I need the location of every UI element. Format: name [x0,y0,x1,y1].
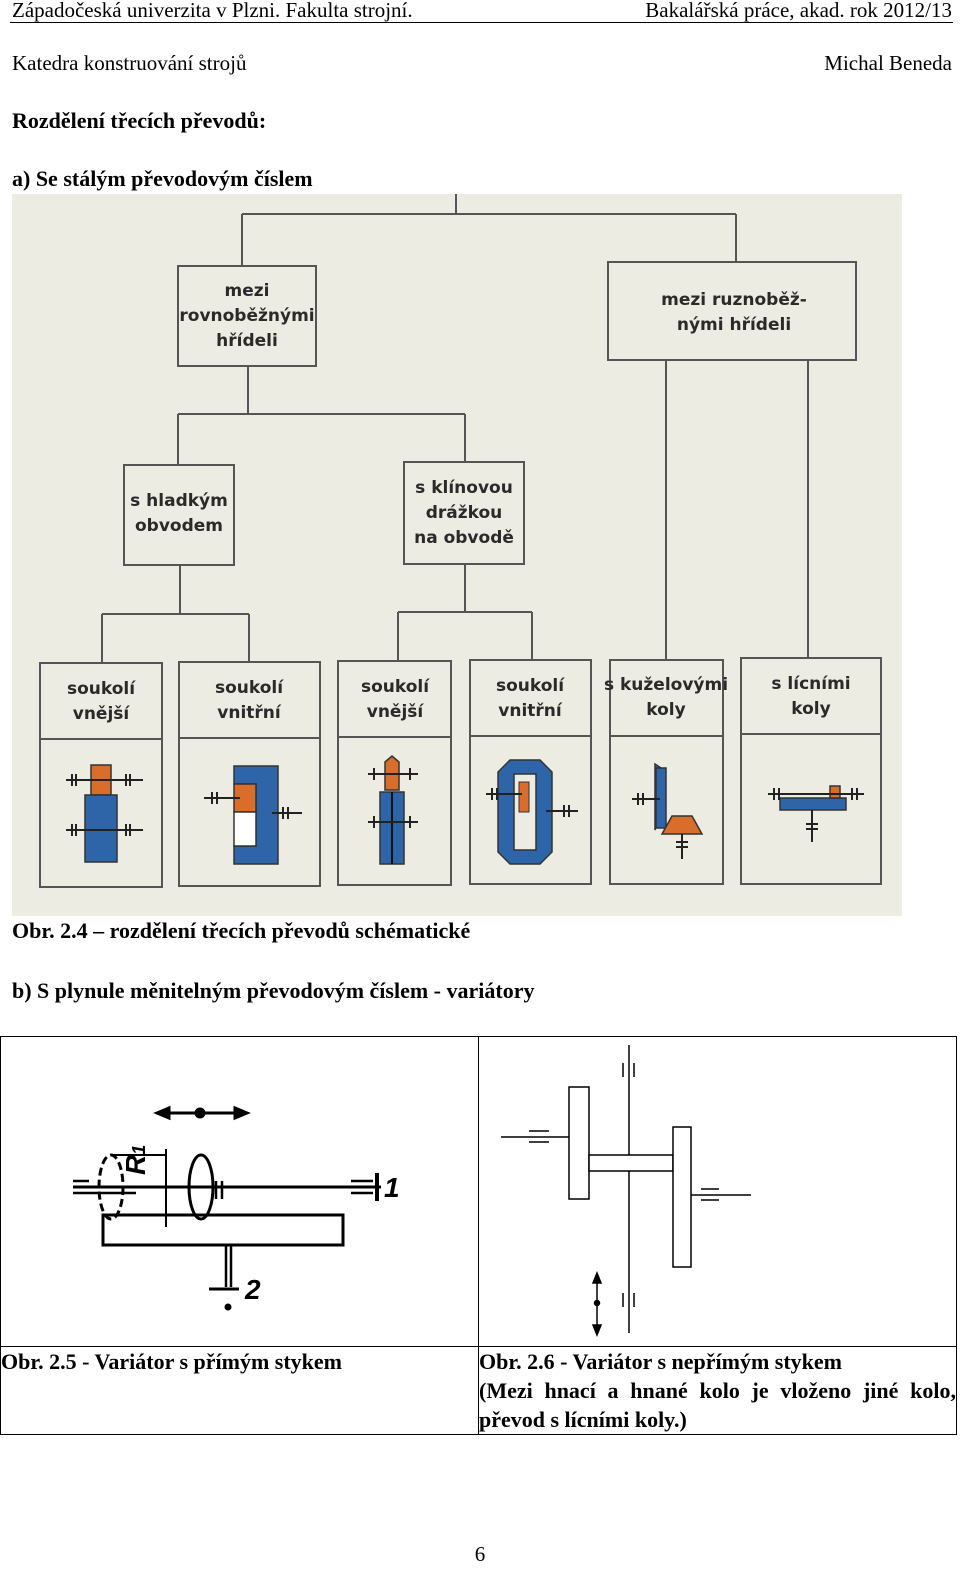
box-smooth-line1: s hladkým [130,491,228,511]
box-groove-line2: drážkou [426,503,503,523]
figure-2-6-drawing [501,1045,751,1338]
leaf-1-line2: vnější [73,704,131,724]
header-divider [10,22,953,23]
figure-2-4-diagram: mezi rovnoběžnými hřídeli mezi ruznoběž-… [39,194,882,888]
box-parallel-line3: hřídeli [216,331,278,351]
box-parallel-line2: rovnoběžnými [179,306,314,326]
schematic-external-smooth [66,764,143,863]
schematic-external-groove [368,755,418,865]
leaf-5-line2: koly [646,700,685,720]
figure-2-4-caption: Obr. 2.4 – rozdělení třecích převodů sch… [12,918,471,943]
figure-2-5-caption: Obr. 2.5 - Variátor s přímým stykem [1,1349,342,1374]
box-parallel-line1: mezi [225,281,270,301]
leaf-2-line1: soukolí [215,678,284,698]
leaf-5-line1: s kuželovými [604,675,728,695]
leaf-4-line1: soukolí [496,676,565,696]
label-2: 2 [244,1274,261,1305]
leaf-6-line1: s lícními [771,674,850,694]
schematic-internal-groove [486,759,578,865]
figure-2-5-drawing: R1 1 2 [73,1105,400,1311]
variator-figures-table: R1 1 2 [0,1036,957,1435]
box-skew-line1: mezi ruznoběž- [661,290,807,310]
page-number: 6 [474,1542,486,1566]
leaf-3-line2: vnější [367,702,425,722]
subsection-a-title: a) Se stálým převodovým číslem [12,166,313,191]
leaf-4-line2: vnitřní [498,701,563,721]
figure-2-5-caption-cell: Obr. 2.5 - Variátor s přímým stykem [0,1346,479,1435]
box-groove-line1: s klínovou [415,478,513,498]
box-smooth-rim [123,464,235,566]
box-smooth-line2: obvodem [135,516,223,536]
figure-2-4: mezi rovnoběžnými hřídeli mezi ruznoběž-… [12,194,902,916]
figure-2-6-note: (Mezi hnací a hnané kolo je vloženo jiné… [479,1378,956,1432]
header-thesis: Bakalářská práce, akad. rok 2012/13 [645,0,952,22]
label-1: 1 [384,1172,400,1203]
figure-2-6-caption: Obr. 2.6 - Variátor s nepřímým stykem [479,1349,842,1374]
schematic-face-wheels [768,785,864,842]
label-r1: R1 [120,1145,151,1175]
leaf-6-line2: koly [791,699,830,719]
header-author: Michal Beneda [824,51,952,75]
figure-2-5-cell: R1 1 2 [0,1036,479,1347]
schematic-bevel [632,762,704,859]
section-title: Rozdělení třecích převodů: [12,108,267,133]
leaf-1-line1: soukolí [67,679,136,699]
figure-2-6-cell [478,1036,957,1347]
figure-2-6-caption-cell: Obr. 2.6 - Variátor s nepřímým stykem (M… [478,1346,957,1435]
header-department: Katedra konstruování strojů [12,51,247,75]
header-university: Západočeská univerzita v Plzni. Fakulta … [12,0,413,22]
leaf-2-line2: vnitřní [217,703,282,723]
schematic-internal-smooth [204,765,302,865]
subsection-b-title: b) S plynule měnitelným převodovým čísle… [12,978,535,1003]
leaf-3-line1: soukolí [361,677,430,697]
box-skew-line2: nými hřídeli [677,315,791,335]
box-groove-line3: na obvodě [414,528,514,548]
box-skew-shafts [607,261,857,361]
